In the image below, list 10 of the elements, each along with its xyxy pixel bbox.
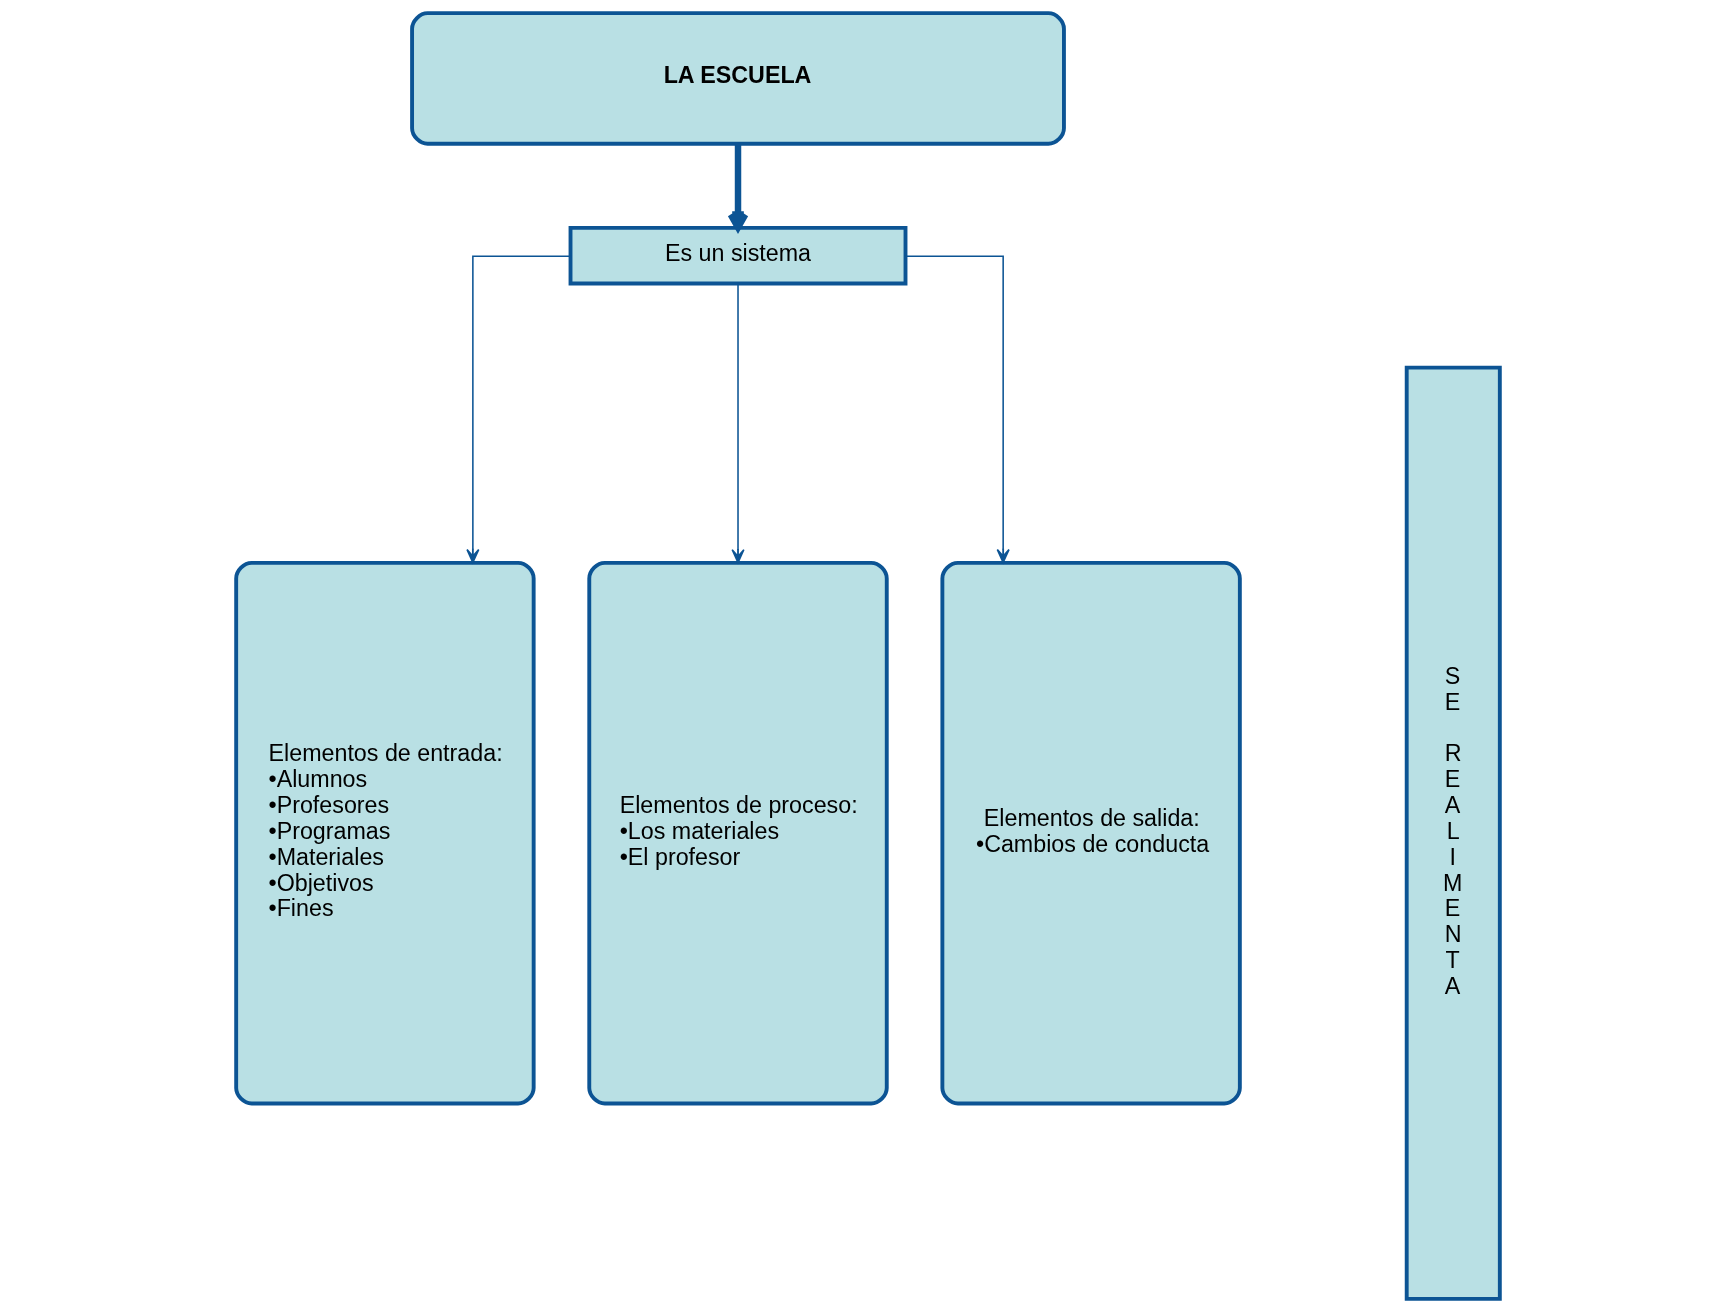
arrow — [730, 282, 745, 564]
node-box: Es un sistema — [568, 225, 907, 286]
node-box: LA ESCUELA — [409, 11, 1066, 146]
node-box: Elementos de entrada: •Alumnos •Profesores •Programas •Materiales •Objetivos •Fines — [233, 560, 536, 1106]
node-box: Elementos de proceso: •Los materiales •El profesor — [586, 560, 889, 1106]
arrow — [465, 255, 571, 564]
arrow — [904, 255, 1010, 564]
arrow — [727, 143, 749, 231]
node-box: Elementos de salida: •Cambios de conducta — [939, 560, 1242, 1106]
node-box: SE REALIMENTA — [1404, 365, 1502, 1301]
